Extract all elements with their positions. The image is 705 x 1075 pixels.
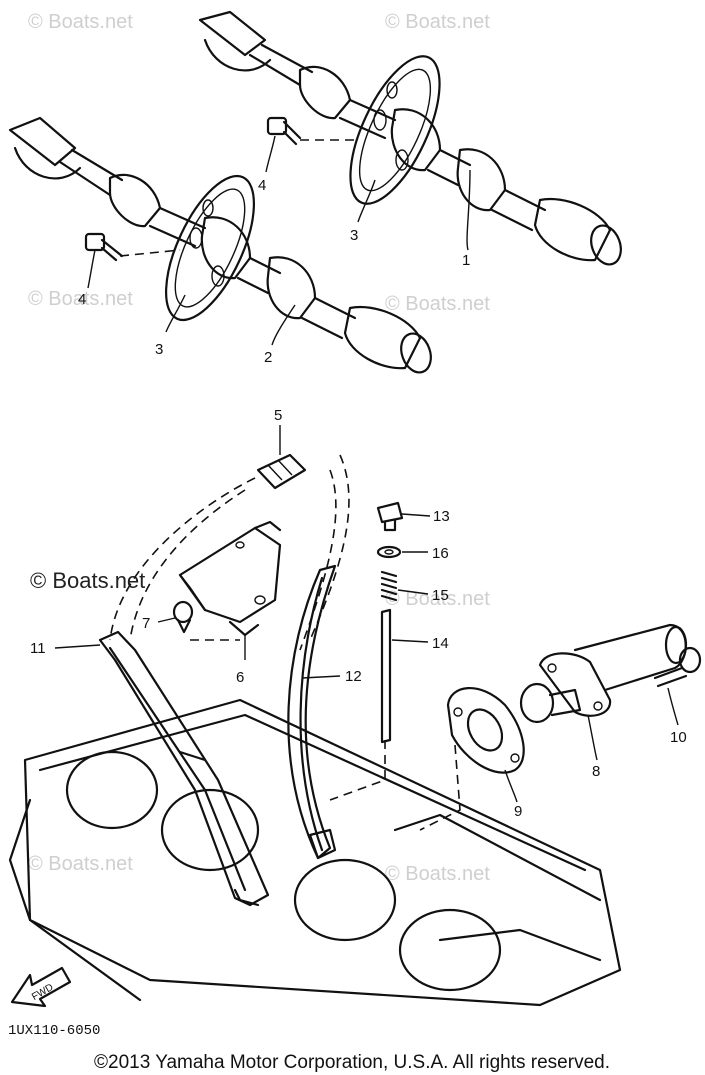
callout-10: 10 [667, 687, 687, 746]
callout-13: 13 [401, 508, 450, 525]
sprocket-bolt-lower [84, 232, 181, 262]
svg-text:15: 15 [432, 587, 449, 604]
svg-text:5: 5 [274, 407, 282, 424]
tensioner-bolt-13 [376, 501, 404, 532]
svg-text:3: 3 [350, 227, 358, 244]
svg-text:3: 3 [155, 341, 163, 358]
watermark: © Boats.net [385, 293, 490, 315]
spring-15 [380, 570, 398, 602]
watermark: © Boats.net [385, 11, 490, 33]
callout-9: 9 [504, 769, 522, 820]
callout-14: 14 [391, 635, 449, 652]
callout-3-upper: 3 [350, 179, 376, 244]
chain-guide-upper [178, 520, 282, 637]
svg-text:10: 10 [670, 729, 687, 746]
callout-4-upper: 4 [258, 135, 276, 194]
washer-16 [376, 545, 402, 559]
cam-sprocket-lower [164, 174, 256, 322]
svg-text:1: 1 [462, 252, 470, 269]
svg-text:4: 4 [258, 177, 266, 194]
guide-bolt [172, 600, 240, 641]
tensioner-assembly-8 [519, 623, 688, 724]
callout-2: 2 [264, 304, 296, 366]
svg-text:7: 7 [142, 615, 150, 632]
callout-12: 12 [301, 668, 362, 685]
svg-text:4: 4 [78, 291, 86, 308]
svg-text:11: 11 [30, 640, 46, 657]
svg-text:8: 8 [592, 763, 600, 780]
watermark: © Boats.net [28, 11, 133, 33]
callout-16: 16 [402, 545, 449, 562]
camshaft-intake [8, 116, 432, 374]
watermark: © Boats.net [28, 853, 133, 875]
camshaft-exhaust [198, 10, 622, 266]
callout-3-lower: 3 [155, 294, 186, 358]
watermark: © Boats.net [385, 588, 490, 610]
watermark: © Boats.net [385, 863, 490, 885]
svg-text:13: 13 [433, 508, 450, 525]
tensioner-bolt-10 [653, 646, 702, 688]
callout-15: 15 [397, 587, 449, 604]
callout-1: 1 [462, 169, 471, 269]
diagram-code: 1UX110-6050 [8, 1023, 100, 1039]
svg-text:16: 16 [432, 545, 449, 562]
chain-guide-curved [287, 564, 337, 860]
svg-text:12: 12 [345, 668, 362, 685]
rod-14 [380, 608, 392, 744]
callout-5: 5 [274, 407, 282, 455]
svg-text:9: 9 [514, 803, 522, 820]
sprocket-bolt-upper [266, 116, 360, 146]
callout-8: 8 [587, 714, 600, 780]
gasket-9 [446, 687, 525, 774]
svg-text:2: 2 [264, 349, 272, 366]
watermark: © Boats.net [28, 288, 133, 310]
cylinder-head [8, 698, 622, 1007]
callout-11: 11 [30, 640, 101, 657]
forward-arrow-icon: FWD [10, 966, 72, 1008]
callout-4-lower: 4 [78, 249, 96, 308]
copyright: ©2013 Yamaha Motor Corporation, U.S.A. A… [94, 1052, 610, 1073]
callout-6: 6 [236, 635, 246, 686]
svg-text:14: 14 [432, 635, 449, 652]
svg-text:6: 6 [236, 669, 244, 686]
cam-sprocket-upper [349, 55, 441, 205]
callout-7: 7 [142, 615, 176, 632]
watermark: © Boats.net [30, 568, 145, 593]
